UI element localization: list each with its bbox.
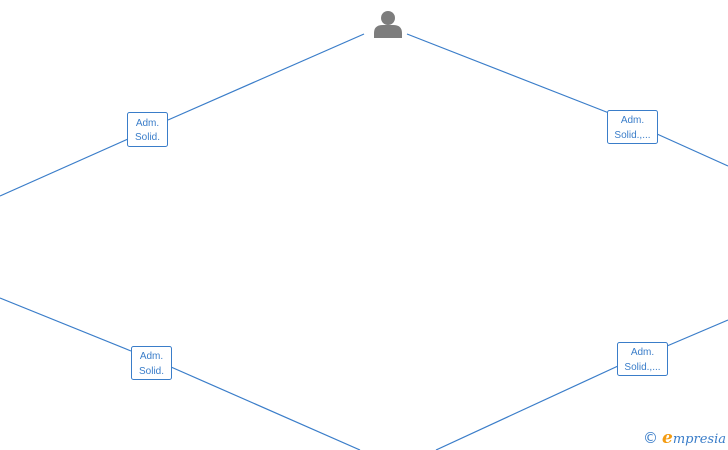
- node-label-line2: Solid.,...: [624, 362, 660, 373]
- edge-right-to-bottom-right: [666, 319, 728, 347]
- node-box-bottom-right[interactable]: Adm. Solid.,...: [617, 342, 668, 376]
- node-box-top-left[interactable]: Adm. Solid.: [127, 112, 168, 147]
- edge-bottom-left-to-bottom: [170, 366, 361, 450]
- node-label-line1: Adm.: [631, 347, 654, 358]
- node-label-line1: Adm.: [140, 351, 163, 362]
- edge-person-to-top-left: [167, 33, 365, 121]
- brand-name-rest: mpresia: [672, 431, 726, 447]
- node-box-bottom-left[interactable]: Adm. Solid.: [131, 346, 172, 380]
- edge-left-to-bottom-left: [0, 297, 132, 352]
- brand-watermark: © empresia: [643, 428, 726, 448]
- edge-bottom-right-to-bottom: [435, 365, 619, 450]
- edges: [0, 33, 728, 450]
- edge-top-right-to-right: [656, 133, 728, 167]
- node-label-line2: Solid.: [139, 366, 164, 377]
- edge-person-to-top-right: [406, 33, 610, 114]
- edge-top-left-to-left: [0, 138, 129, 197]
- copyright-icon: ©: [643, 428, 659, 447]
- node-label-line2: Solid.,...: [614, 130, 650, 141]
- brand-name-first-letter: e: [662, 427, 673, 448]
- node-label-line1: Adm.: [136, 118, 159, 129]
- brand-name: empresia: [662, 427, 726, 448]
- node-label-line1: Adm.: [621, 115, 644, 126]
- person-icon: [374, 11, 402, 38]
- node-label-line2: Solid.: [135, 132, 160, 143]
- node-box-top-right[interactable]: Adm. Solid.,...: [607, 110, 658, 144]
